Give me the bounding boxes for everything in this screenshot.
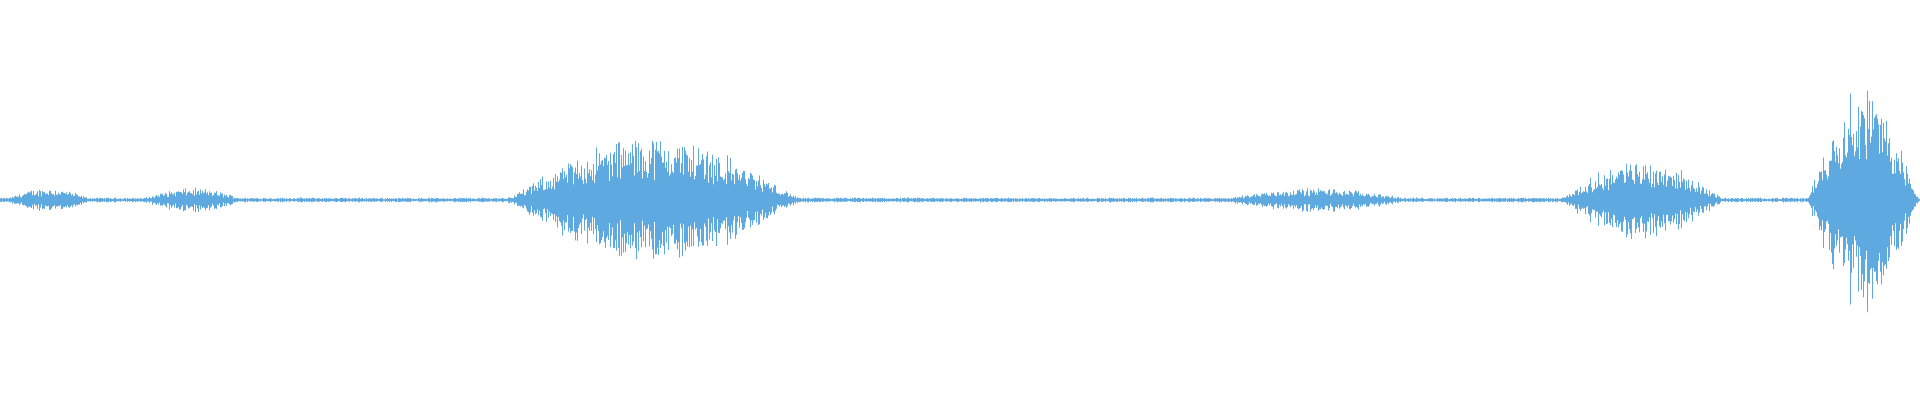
waveform-path — [0, 90, 1920, 313]
